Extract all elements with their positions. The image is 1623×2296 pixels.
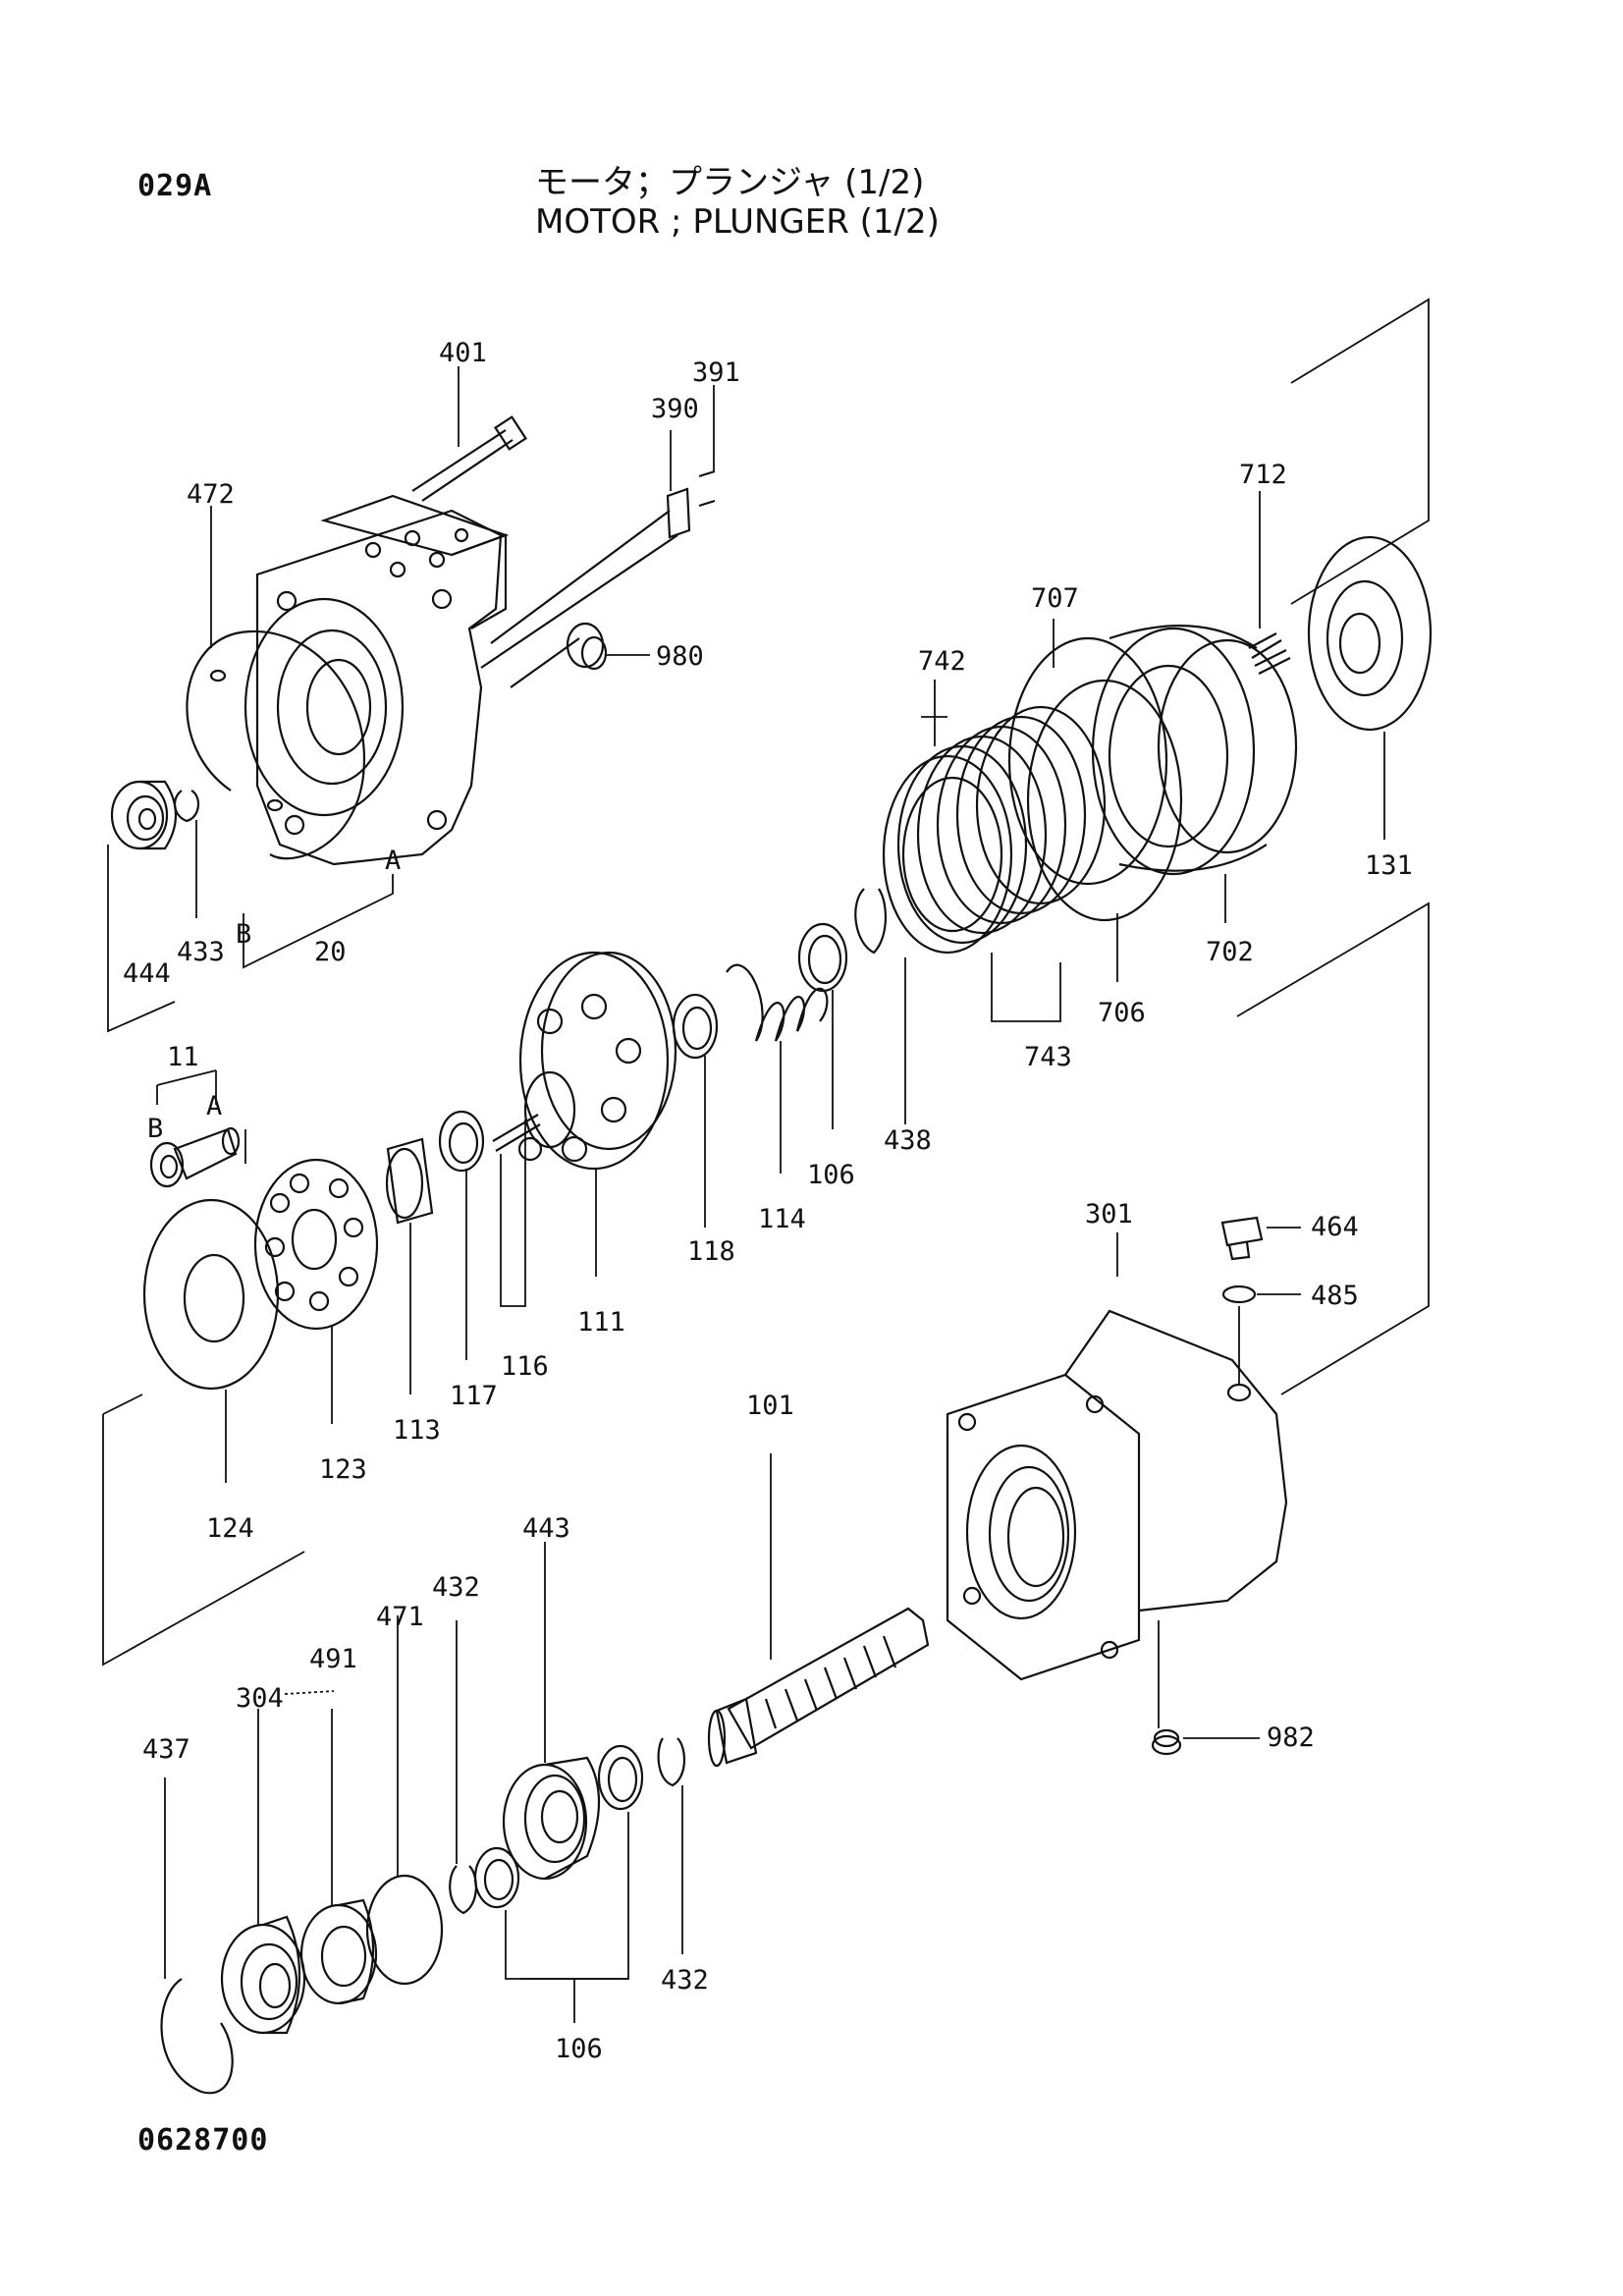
part-shaft-101	[707, 1607, 930, 1768]
label-123: 123	[319, 1454, 367, 1485]
page-code: 029A	[137, 169, 213, 203]
part-spline-113	[386, 1137, 434, 1225]
part-bearing-444	[110, 780, 177, 850]
label-471: 471	[376, 1602, 424, 1632]
label-707: 707	[1031, 583, 1079, 614]
label-443: 443	[522, 1513, 570, 1544]
part-brake-piston-702	[1091, 625, 1298, 876]
part-snap-ring-437	[160, 1978, 234, 2095]
label-391: 391	[692, 357, 740, 388]
label-702: 702	[1206, 937, 1254, 967]
label-982: 982	[1267, 1722, 1315, 1753]
label-118: 118	[687, 1236, 735, 1267]
label-20: 20	[314, 937, 347, 967]
part-spring-114	[726, 963, 829, 1042]
label-485: 485	[1311, 1281, 1359, 1311]
part-thrust-plate-124	[142, 1198, 280, 1391]
label-432-upper: 432	[432, 1572, 480, 1603]
label-301: 301	[1085, 1199, 1133, 1230]
label-438: 438	[884, 1125, 932, 1156]
part-o-ring-472	[186, 630, 366, 860]
label-437: 437	[142, 1734, 190, 1765]
label-b-lower: B	[147, 1114, 163, 1144]
label-980: 980	[656, 641, 704, 672]
part-bearing-443	[502, 1756, 601, 1881]
label-a-lower: A	[206, 1091, 222, 1121]
label-304: 304	[236, 1683, 284, 1714]
label-117: 117	[450, 1381, 498, 1411]
label-116: 116	[501, 1351, 549, 1382]
label-444: 444	[123, 958, 171, 989]
label-706: 706	[1098, 998, 1146, 1028]
part-friction-plates-742-743	[882, 705, 1107, 955]
label-124: 124	[206, 1513, 254, 1544]
part-housing-301	[946, 1309, 1288, 1681]
label-131: 131	[1365, 850, 1413, 881]
label-743: 743	[1024, 1042, 1072, 1072]
label-106-upper: 106	[807, 1160, 855, 1190]
part-valve-plate-123	[253, 1158, 379, 1331]
part-cylinder-block-111	[517, 951, 677, 1171]
label-390: 390	[651, 394, 699, 424]
label-11: 11	[167, 1042, 199, 1072]
label-491: 491	[309, 1644, 357, 1674]
part-valve-cover-20	[243, 415, 716, 866]
label-113: 113	[393, 1415, 441, 1446]
label-433: 433	[177, 937, 225, 967]
label-114: 114	[758, 1204, 806, 1234]
part-piston-11	[149, 1126, 241, 1188]
title-english: MOTOR ; PLUNGER (1/2)	[535, 202, 940, 242]
part-plate-131	[1307, 535, 1433, 732]
label-401: 401	[439, 338, 487, 368]
label-a-upper: A	[385, 846, 401, 876]
part-o-ring-471	[365, 1874, 444, 1986]
label-472: 472	[187, 479, 235, 510]
label-106-lower: 106	[555, 2034, 603, 2064]
label-b-upper: B	[236, 919, 251, 950]
title-japanese: モータ；プランジャ (1/2)	[535, 163, 925, 202]
drawing-number: 0628700	[137, 2123, 269, 2158]
label-712: 712	[1239, 460, 1287, 490]
label-111: 111	[577, 1307, 625, 1338]
label-432-lower: 432	[661, 1965, 709, 1995]
label-742: 742	[918, 646, 966, 677]
label-464: 464	[1311, 1212, 1359, 1242]
label-101: 101	[746, 1391, 794, 1421]
